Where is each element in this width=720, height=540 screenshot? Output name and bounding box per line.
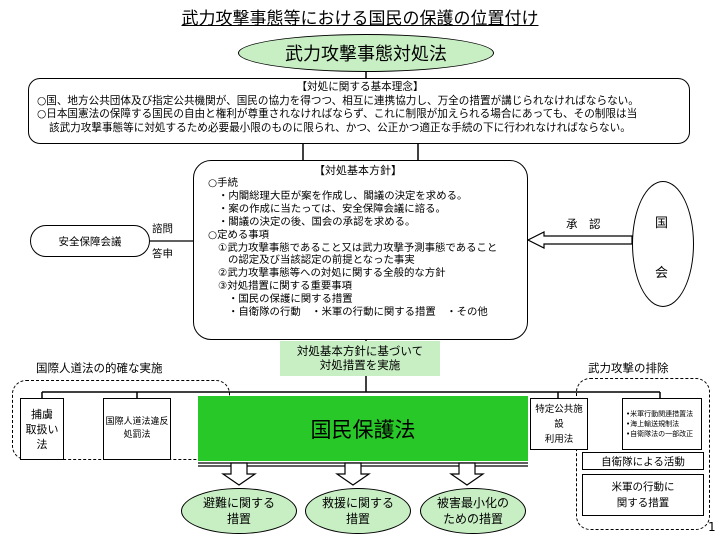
measure-arrow bbox=[221, 462, 485, 486]
facility-law-line: 利用法 bbox=[544, 433, 574, 445]
pow-law-line: 取扱い法 bbox=[25, 422, 59, 451]
approval-label: 承 認 bbox=[566, 217, 601, 231]
policy-line: ○定める事項 bbox=[208, 228, 270, 241]
relief-measures: 救援に関する 措置 bbox=[305, 488, 411, 534]
us-measures-box: 米軍の行動に 関する措置 bbox=[582, 474, 704, 516]
policy-line: ・内閣総理大臣が案を作成し、閣議の決定を求める。 bbox=[218, 189, 468, 202]
pow-law-box: 捕虜 取扱い法 bbox=[20, 398, 64, 460]
policy-line: ③対処措置に関する重要事項 bbox=[218, 280, 353, 293]
basic-principles-line: 該武力攻撃事態等に対処するため必要最小限のものに限られ、かつ、公正かつ適正な手続… bbox=[49, 121, 631, 134]
act-label: 武力攻撃事態対処法 bbox=[285, 44, 447, 65]
measure-line: 救援に関する bbox=[321, 496, 394, 510]
sdf-activity-box: 自衛隊による活動 bbox=[582, 452, 704, 470]
measure-line: 措置 bbox=[226, 512, 251, 526]
page-title: 武力攻撃事態等における国民の保護の位置付け bbox=[181, 9, 539, 29]
policy-line: ・国民の保護に関する措置 bbox=[228, 293, 353, 306]
diet-char: 会 bbox=[655, 266, 669, 281]
evacuation-measures: 避難に関する 措置 bbox=[181, 488, 297, 534]
page-number: 1 bbox=[708, 520, 716, 534]
us-measures-line: 米軍の行動に bbox=[611, 481, 675, 493]
policy-line: ②武力攻撃事態等への対処に関する全般的な方針 bbox=[218, 267, 446, 280]
basic-principles-line: ○日本国憲法の保障する国民の自由と権利が尊重されなければならず、これに制限が加え… bbox=[37, 108, 638, 120]
basic-policy-heading: 【対処基本方針】 bbox=[304, 162, 412, 177]
ihl-violation-law-box: 国際人道法違反 処罰法 bbox=[103, 398, 171, 460]
basic-policy-box: ○手続 ・内閣総理大臣が案を作成し、閣議の決定を求める。 ・案の作成に当たっては… bbox=[193, 160, 528, 340]
measure-line: 被害最小化の bbox=[436, 496, 509, 510]
approval-arrow bbox=[526, 231, 633, 249]
facility-law-line: 特定公共施設 bbox=[535, 403, 583, 430]
policy-line: ・閣議の決定の後、国会の承認を求める。 bbox=[218, 215, 416, 228]
policy-line: ①武力攻撃事態であること又は武力攻撃予測事態であること bbox=[218, 241, 498, 254]
policy-line: の認定及び当該認定の前提となった事実 bbox=[228, 254, 415, 267]
policy-line: ○手続 bbox=[208, 177, 238, 189]
measure-line: ための措置 bbox=[442, 512, 503, 526]
facility-law-box: 特定公共施設 利用法 bbox=[530, 398, 588, 450]
us-laws-box: •米軍行動関連措置法 •海上輸送規制法 •自衛隊法の一部改正 bbox=[622, 398, 702, 450]
us-law-line: •自衛隊法の一部改正 bbox=[626, 430, 694, 438]
us-law-line: •海上輸送規制法 bbox=[626, 420, 680, 428]
damage-minimization-measures: 被害最小化の ための措置 bbox=[420, 488, 526, 534]
basic-principles-box: 【対処に関する基本理念】 ○国、地方公共団体及び指定公共機関が、国民の協力を得つ… bbox=[28, 78, 690, 144]
security-council: 安全保障会議 bbox=[30, 225, 150, 257]
ihl-violation-law-line: 国際人道法違反 bbox=[105, 417, 169, 427]
us-law-line: •米軍行動関連措置法 bbox=[626, 410, 694, 418]
civil-protection-law-label: 国民保護法 bbox=[310, 417, 416, 442]
sdf-activity-label: 自衛隊による活動 bbox=[601, 455, 685, 468]
ihl-violation-law-line: 処罰法 bbox=[123, 430, 151, 440]
implementation-line: 対処基本方針に基づいて bbox=[296, 344, 424, 358]
armed-attack-act-pill: 武力攻撃事態対処法 bbox=[238, 34, 494, 72]
diet-char: 国 bbox=[655, 216, 669, 231]
diet-ellipse: 国 会 bbox=[632, 181, 694, 307]
security-council-label: 安全保障会議 bbox=[58, 235, 122, 248]
consult-label: 諮問 bbox=[152, 223, 173, 235]
exclusion-group-outline bbox=[576, 378, 710, 530]
basic-principles-heading: 【対処に関する基本理念】 bbox=[296, 81, 424, 93]
exclusion-group-label: 武力攻撃の排除 bbox=[588, 361, 669, 375]
implementation-line: 対処措置を実施 bbox=[319, 358, 401, 372]
policy-line: ・案の作成に当たっては、安全保障会議に諮る。 bbox=[218, 202, 446, 215]
policy-line: ・自衛隊の行動 ・米軍の行動に関する措置 ・その他 bbox=[228, 306, 488, 319]
answer-label: 答申 bbox=[152, 248, 173, 260]
pow-law-line: 捕虜 bbox=[31, 407, 53, 421]
basic-principles-line: ○国、地方公共団体及び指定公共機関が、国民の協力を得つつ、相互に連携協力し、万全… bbox=[37, 94, 639, 107]
ihl-group-label: 国際人道法の的確な実施 bbox=[36, 361, 163, 375]
implementation-banner: 対処基本方針に基づいて 対処措置を実施 bbox=[280, 341, 440, 376]
measure-line: 避難に関する bbox=[202, 496, 275, 510]
civil-protection-law: 国民保護法 bbox=[198, 396, 528, 461]
us-measures-line: 関する措置 bbox=[616, 497, 670, 509]
measure-line: 措置 bbox=[345, 512, 370, 526]
